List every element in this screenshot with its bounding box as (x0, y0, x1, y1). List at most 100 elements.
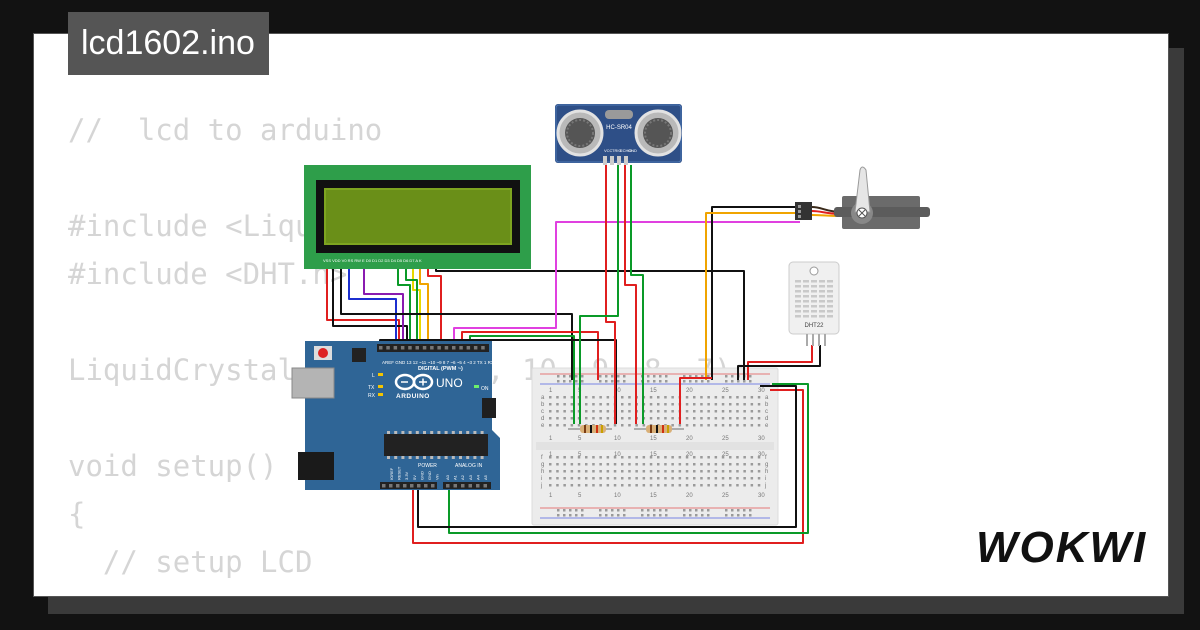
breadboard-column-number: 10 (614, 452, 621, 458)
breadboard-row-letter: b (541, 402, 545, 408)
resistor-2 (634, 425, 684, 433)
ultrasonic-pin-vcc: VCC (604, 148, 613, 153)
power-pin-label: 5V (412, 475, 417, 480)
code-line: // lcd to arduino (68, 113, 383, 147)
breadboard-column-number: 10 (614, 493, 621, 499)
breadboard-row-letter: d (765, 416, 768, 422)
breadboard-column-number: 20 (686, 452, 693, 458)
power-label: POWER (418, 463, 437, 469)
ultrasonic-pin-echo: ECHO (620, 148, 632, 153)
board-model: UNO (436, 376, 463, 390)
wire-us-echo (624, 165, 637, 424)
power-pin-label: RESET (397, 466, 402, 480)
analog-pin-label: A5 (483, 474, 488, 480)
breadboard-column-number: 15 (650, 436, 657, 442)
code-line: // setup LCD (68, 545, 313, 579)
breadboard-column-number: 5 (578, 436, 582, 442)
breadboard-column-number: 25 (722, 388, 729, 394)
breadboard-column-number: 10 (614, 436, 621, 442)
breadboard-column-number: 20 (686, 493, 693, 499)
analog-label: ANALOG IN (455, 463, 483, 469)
analog-pin-label: A3 (468, 474, 473, 480)
breadboard-row-letter: j (764, 483, 766, 489)
breadboard-row-letter: a (541, 395, 545, 401)
breadboard-column-number: 20 (686, 436, 693, 442)
breadboard-row-letter: d (541, 416, 544, 422)
breadboard-column-number: 10 (614, 388, 621, 394)
breadboard-column-number: 25 (722, 493, 729, 499)
analog-pin-label: A2 (460, 474, 465, 480)
arduino-uno[interactable]: AREF GND 13 12 ~11 ~10 ~9 8 7 ~6 ~5 4 ~3… (291, 341, 500, 490)
breadboard-row-letter: h (541, 469, 544, 475)
dht22-label: DHT22 (804, 323, 824, 329)
breadboard-column-number: 1 (549, 436, 553, 442)
wire-magenta (453, 221, 800, 348)
arduino-logo-icon (394, 373, 434, 391)
breadboard-row-letter: j (540, 483, 542, 489)
breadboard-row-letter: g (541, 462, 544, 468)
wire-lcd-vdd (332, 268, 408, 348)
ultrasonic-sensor: HC-SR04 VCC TRIG ECHO GND (555, 104, 682, 165)
wire-lcd-vss (326, 268, 400, 348)
sketch-title[interactable]: lcd1602.ino (68, 12, 269, 75)
breadboard-column-number: 15 (650, 493, 657, 499)
wire-lcd-rw (340, 268, 573, 380)
power-pin-label: IOREF (389, 467, 394, 480)
breadboard-row-letter: f (765, 455, 767, 461)
breadboard-column-number: 30 (758, 388, 765, 394)
wire-dht-vcc (747, 345, 813, 380)
breadboard-column-number: 30 (758, 452, 765, 458)
lcd-pin-labels: VSS VDD V0 RS RW E D0 D1 D2 D3 D4 D5 D6 … (323, 258, 422, 263)
digital-pin-labels: AREF GND 13 12 ~11 ~10 ~9 8 7 ~6 ~5 4 ~3… (382, 360, 498, 365)
breadboard-column-number: 5 (578, 452, 582, 458)
breadboard-column-number: 25 (722, 452, 729, 458)
breadboard-row-letter: b (765, 402, 769, 408)
analog-pin-label: A4 (475, 474, 480, 480)
breadboard-row-letter: e (765, 423, 769, 429)
breadboard-column-number: 25 (722, 436, 729, 442)
breadboard-row-letter: e (541, 423, 545, 429)
wire-analog-red (412, 389, 804, 544)
ultrasonic-pin-trig: TRIG (612, 148, 622, 153)
power-pin-label: 3.3V (404, 471, 409, 480)
wires (326, 165, 821, 544)
wire-res-red (679, 377, 712, 424)
breadboard-row-letter: i (541, 476, 542, 482)
led-label-tx: TX (368, 385, 375, 391)
wire-lcd-d4 (397, 268, 411, 348)
breadboard-row-letter: f (541, 455, 543, 461)
power-pin-label: GND (419, 471, 424, 480)
breadboard-column-number: 20 (686, 388, 693, 394)
wire-lcd-e (363, 268, 404, 348)
on-label: ON (481, 386, 489, 392)
code-line: { (68, 497, 86, 531)
lcd-screen (325, 189, 511, 244)
digital-label: DIGITAL (PWM ~) (418, 366, 463, 372)
breadboard-column-number: 1 (549, 388, 553, 394)
breadboard-row-letter: h (765, 469, 768, 475)
code-line: lcd.begin(16, 2); (68, 586, 749, 596)
breadboard-column-number: 1 (549, 452, 553, 458)
breadboard-column-number: 30 (758, 493, 765, 499)
wire-us-gnd (630, 165, 644, 424)
breadboard-column-number: 5 (578, 493, 582, 499)
breadboard-column-number: 30 (758, 436, 765, 442)
wire-analog-green (448, 383, 809, 534)
servo-motor (795, 166, 930, 229)
resistor-1 (568, 425, 612, 433)
analog-pin-label: A0 (445, 474, 450, 480)
board-brand: ARDUINO (396, 393, 430, 400)
wire-lcd-d6 (419, 268, 429, 348)
breadboard-row-letter: i (765, 476, 766, 482)
wire-analog-black (417, 385, 797, 528)
ultrasonic-pin-gnd: GND (628, 148, 637, 153)
power-pin-label: Vin (435, 474, 440, 480)
wokwi-logo: WOKWI (976, 523, 1148, 572)
lcd-module[interactable]: VSS VDD V0 RS RW E D0 D1 D2 D3 D4 D5 D6 … (304, 165, 531, 269)
wire-lcd-k (435, 268, 745, 380)
breadboard-column-number: 15 (650, 388, 657, 394)
breadboard-row-letter: c (541, 409, 544, 415)
led-label-rx: RX (368, 393, 376, 399)
wire-servo-vcc (705, 212, 800, 380)
